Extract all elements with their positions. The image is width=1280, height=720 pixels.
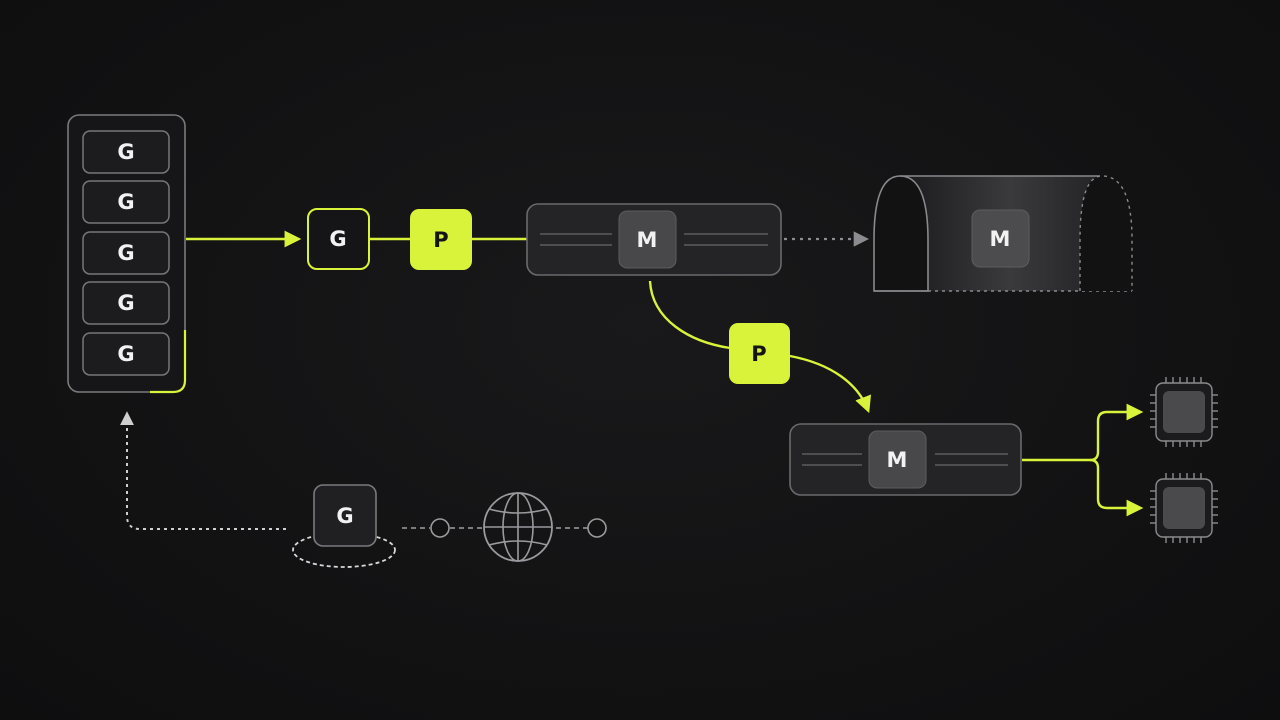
netpoll-node	[587, 518, 607, 538]
network-goroutine-label: G	[336, 504, 353, 528]
queue-slot: G	[82, 180, 170, 224]
processor-node-top: P	[410, 209, 472, 270]
queue-slot-label: G	[117, 342, 134, 366]
queue-slot-label: G	[117, 291, 134, 315]
queue-slot: G	[82, 130, 170, 174]
netpoll-node	[430, 518, 450, 538]
processor-label: P	[751, 342, 766, 366]
handoff-arrow	[789, 354, 872, 414]
queue-slot: G	[82, 231, 170, 275]
handoff-curve	[648, 280, 731, 350]
tunnel-thread-label: M	[990, 227, 1011, 251]
goroutine-label: G	[329, 227, 346, 251]
cpu-chip-icon	[1150, 377, 1218, 447]
machine-thread-bottom: M	[789, 423, 1022, 496]
cpu-fork	[1022, 403, 1144, 517]
thread-label: M	[637, 228, 658, 252]
queue-slot-label: G	[117, 241, 134, 265]
queue-slot: G	[82, 332, 170, 376]
machine-thread-top: M	[526, 203, 782, 276]
queue-slot: G	[82, 281, 170, 325]
processor-node-bottom: P	[729, 323, 790, 384]
thread-label: M	[887, 448, 908, 472]
queue-slot-label: G	[117, 140, 134, 164]
cpu-chip-icon	[1150, 473, 1218, 543]
queue-slot-label: G	[117, 190, 134, 214]
return-to-queue-arrow	[120, 411, 286, 530]
globe-icon	[483, 492, 553, 562]
syscall-tunnel: M	[873, 175, 1133, 292]
goroutine-node: G	[307, 208, 370, 270]
network-goroutine-node: G	[313, 484, 377, 547]
processor-label: P	[433, 228, 448, 252]
